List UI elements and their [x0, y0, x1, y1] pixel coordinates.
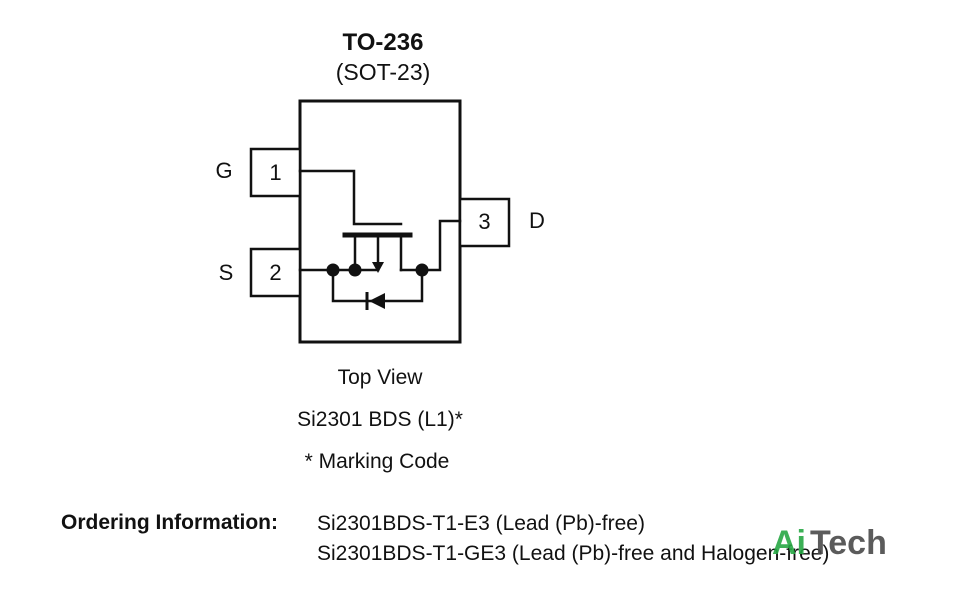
junction-dot-source-outer — [326, 263, 340, 277]
package-title: TO-236 — [343, 29, 424, 56]
aitech-watermark-logo: Ai Tech — [772, 524, 887, 562]
pin-2-number: 2 — [269, 260, 281, 285]
marking-footnote: * Marking Code — [305, 450, 450, 473]
watermark-part-2: Tech — [810, 524, 887, 562]
pin-3-number: 3 — [478, 209, 490, 234]
drain-wire — [399, 219, 462, 272]
package-subtitle: (SOT-23) — [336, 59, 431, 85]
pin-2-pad — [249, 247, 302, 298]
top-view-label: Top View — [338, 366, 424, 389]
junction-dot-source-inner — [348, 263, 362, 277]
pin-1-number: 1 — [269, 160, 281, 185]
ordering-line-1: Si2301BDS-T1-E3 (Lead (Pb)-free) — [317, 512, 645, 535]
ordering-line-2: Si2301BDS-T1-GE3 (Lead (Pb)-free and Hal… — [317, 542, 829, 565]
pin-2-signal: S — [219, 260, 234, 285]
pin-1-signal: G — [215, 158, 232, 183]
pin-1-pad — [249, 147, 302, 198]
watermark-part-1: Ai — [772, 524, 806, 562]
marking-label: Si2301 BDS (L1)* — [297, 408, 463, 431]
body-arrow — [372, 262, 384, 273]
ordering-heading: Ordering Information: — [61, 511, 278, 534]
body-diode-icon — [369, 293, 385, 309]
diode-wire — [331, 268, 424, 303]
pin-3-signal: D — [529, 208, 545, 233]
pin-3-pad — [458, 197, 511, 248]
junction-dot-drain — [415, 263, 429, 277]
mosfet-symbol — [298, 169, 462, 303]
gate-wire — [298, 169, 403, 226]
